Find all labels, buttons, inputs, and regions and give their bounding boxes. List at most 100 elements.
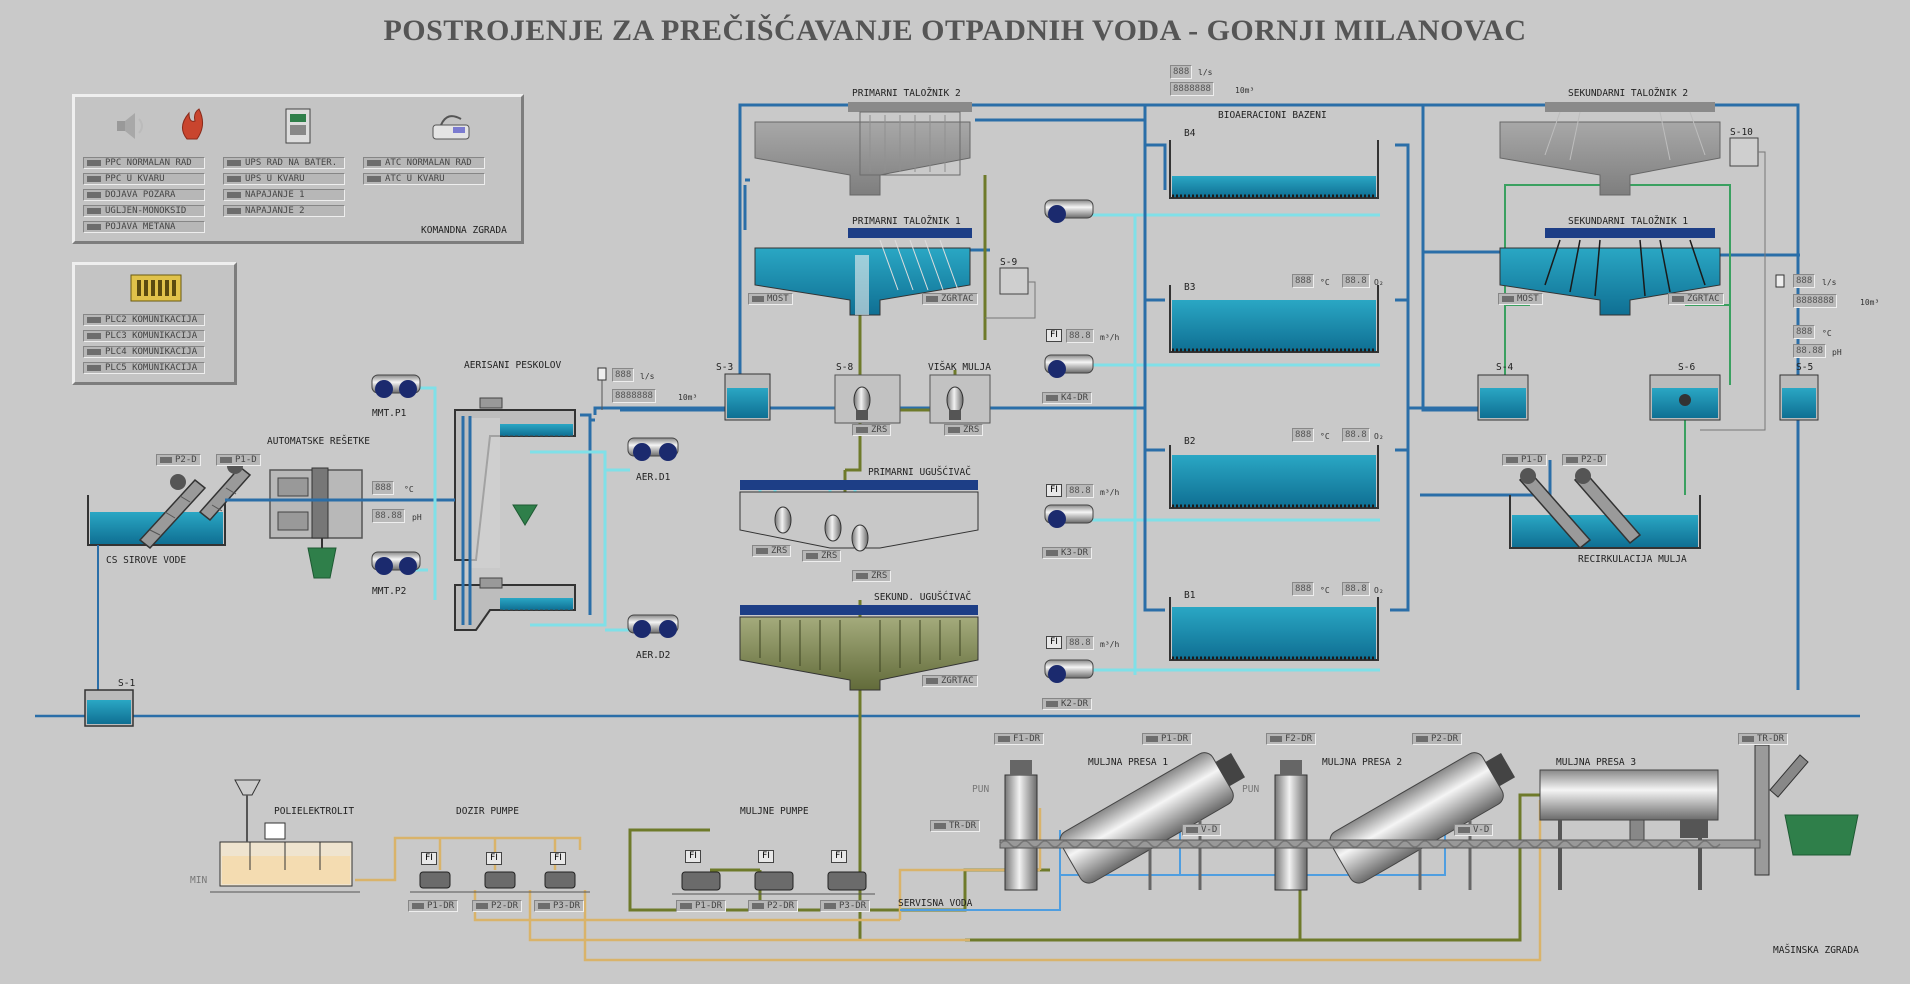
label-mmt-p1: MMT.P1 [372, 408, 407, 419]
status-atc-normal[interactable]: ATC NORMALAN RAD [363, 157, 485, 169]
fi-sludge-3: FI [831, 850, 847, 863]
tag-p1-dr-press[interactable]: P1-DR [1142, 733, 1193, 745]
tag-p2-dr-press[interactable]: P2-DR [1412, 733, 1463, 745]
primary-clarifier-1 [754, 228, 972, 316]
tag-zrs-thickener-2[interactable]: ZRS [802, 550, 842, 562]
unit-air-k4: m³/h [1100, 333, 1120, 342]
secondary-clarifier-1 [1499, 228, 1721, 316]
readout-inlet-volume: 8888888 [612, 389, 656, 403]
tag-f1-dr[interactable]: F1-DR [994, 733, 1045, 745]
unit-outlet-ph: pH [1832, 348, 1842, 357]
readout-air-k4: 88.8 [1066, 329, 1094, 343]
tag-zgrtac-secondary[interactable]: ZGRTAC [1668, 293, 1724, 305]
unit-inlet-volume: 10m³ [678, 393, 698, 402]
label-s8: S-8 [836, 362, 854, 373]
tag-most-primary[interactable]: MOST [748, 293, 793, 305]
status-plc4[interactable]: PLC4 KOMUNIKACIJA [83, 346, 205, 358]
label-excess-sludge: VIŠAK MULJA [928, 362, 991, 373]
label-sludge-press-1: MULJNA PRESA 1 [1088, 757, 1169, 768]
tag-dosing-pump-3[interactable]: P3-DR [534, 900, 585, 912]
fax-icon [432, 115, 470, 140]
status-power-2[interactable]: NAPAJANJE 2 [223, 205, 345, 217]
tag-p1-d-left[interactable]: P1-D [216, 454, 261, 466]
tag-p2-d-right[interactable]: P2-D [1562, 454, 1607, 466]
status-fire-alarm[interactable]: DOJAVA POZARA [83, 189, 205, 201]
label-primary-clarifier-2: PRIMARNI TALOŽNIK 2 [852, 88, 961, 99]
plc-icon [130, 274, 182, 302]
secondary-clarifier-2 [1499, 102, 1721, 196]
label-sludge-recirculation: RECIRKULACIJA MULJA [1578, 554, 1687, 565]
unit-air-k2: m³/h [1100, 640, 1120, 649]
unit-outlet-temp: °C [1822, 329, 1832, 338]
readout-top-flow: 888 [1170, 65, 1193, 79]
label-min: MIN [190, 875, 208, 886]
tag-v-d-1[interactable]: V-D [1182, 824, 1222, 836]
fi-dosing-1: FI [421, 852, 437, 865]
unit-b2-temp: °C [1320, 432, 1330, 441]
label-basin-b4: B4 [1184, 128, 1196, 139]
tag-zrs-thickener-3[interactable]: ZRS [852, 570, 892, 582]
label-service-water: SERVISNA VODA [898, 898, 973, 909]
sump-visak-mulja [929, 374, 991, 424]
label-dosing-pumps: DOZIR PUMPE [456, 806, 519, 817]
primary-thickener [739, 480, 979, 552]
tag-tr-dr-right[interactable]: TR-DR [1738, 733, 1789, 745]
unit-outlet-volume: 10m³ [1860, 298, 1880, 307]
tag-v-d-2[interactable]: V-D [1454, 824, 1494, 836]
tag-most-secondary[interactable]: MOST [1498, 293, 1543, 305]
label-grit-chamber: AERISANI PESKOLOV [464, 360, 562, 371]
tag-sludge-pump-1[interactable]: P1-DR [676, 900, 727, 912]
readout-outlet-volume: 8888888 [1793, 294, 1837, 308]
tag-k3-dr[interactable]: K3-DR [1042, 547, 1093, 559]
tag-zrs-excess[interactable]: ZRS [944, 424, 984, 436]
tag-p2-d-left[interactable]: P2-D [156, 454, 201, 466]
status-power-1[interactable]: NAPAJANJE 1 [223, 189, 345, 201]
blowers [371, 199, 1094, 683]
tag-zgrtac-primary[interactable]: ZGRTAC [922, 293, 978, 305]
fi-k3: FI [1046, 484, 1062, 497]
label-sludge-pumps: MULJNE PUMPE [740, 806, 809, 817]
sump-s8 [834, 374, 901, 424]
status-methane[interactable]: POJAVA METANA [83, 221, 205, 233]
status-ppc-normal[interactable]: PPC NORMALAN RAD [83, 157, 205, 169]
tag-dosing-pump-1[interactable]: P1-DR [408, 900, 459, 912]
tag-k2-dr[interactable]: K2-DR [1042, 698, 1093, 710]
unit-b1-o2: O₂ [1374, 586, 1384, 595]
tag-zgrtac-thickener[interactable]: ZGRTAC [922, 675, 978, 687]
readout-outlet-flow: 888 [1793, 274, 1816, 288]
label-basin-b2: B2 [1184, 436, 1196, 447]
speaker-icon [117, 113, 143, 139]
readout-inlet-ph: 88.88 [372, 509, 406, 523]
tag-f2-dr[interactable]: F2-DR [1266, 733, 1317, 745]
tag-dosing-pump-2[interactable]: P2-DR [472, 900, 523, 912]
tag-zrs-thickener-1[interactable]: ZRS [752, 545, 792, 557]
unit-air-k3: m³/h [1100, 488, 1120, 497]
unit-b3-temp: °C [1320, 278, 1330, 287]
status-plc2[interactable]: PLC2 KOMUNIKACIJA [83, 314, 205, 326]
secondary-thickener [739, 605, 979, 691]
tag-tr-dr-left[interactable]: TR-DR [930, 820, 981, 832]
status-carbon-monoxide[interactable]: UGLJEN-MONOKSID [83, 205, 205, 217]
tag-sludge-pump-2[interactable]: P2-DR [748, 900, 799, 912]
status-ppc-fault[interactable]: PPC U KVARU [83, 173, 205, 185]
tag-zrs-s8[interactable]: ZRS [852, 424, 892, 436]
tag-k4-dr[interactable]: K4-DR [1042, 392, 1093, 404]
status-ups-battery[interactable]: UPS RAD NA BATER. [223, 157, 345, 169]
label-secondary-clarifier-1: SEKUNDARNI TALOŽNIK 1 [1568, 216, 1689, 227]
fire-icon [182, 108, 203, 140]
status-plc3[interactable]: PLC3 KOMUNIKACIJA [83, 330, 205, 342]
tag-sludge-pump-3[interactable]: P3-DR [820, 900, 871, 912]
sludge-recirculation [1509, 468, 1701, 550]
status-ups-fault[interactable]: UPS U KVARU [223, 173, 345, 185]
fi-k2: FI [1046, 636, 1062, 649]
status-plc5[interactable]: PLC5 KOMUNIKACIJA [83, 362, 205, 374]
tag-p1-d-right[interactable]: P1-D [1502, 454, 1547, 466]
unit-inlet-temp: °C [404, 485, 414, 494]
status-atc-fault[interactable]: ATC U KVARU [363, 173, 485, 185]
readout-b1-o2: 88.8 [1342, 582, 1370, 596]
label-mmt-p2: MMT.P2 [372, 586, 407, 597]
label-polyelectrolyte: POLIELEKTROLIT [274, 806, 355, 817]
label-s5: S-5 [1796, 362, 1814, 373]
unit-inlet-flow: l/s [640, 372, 655, 381]
